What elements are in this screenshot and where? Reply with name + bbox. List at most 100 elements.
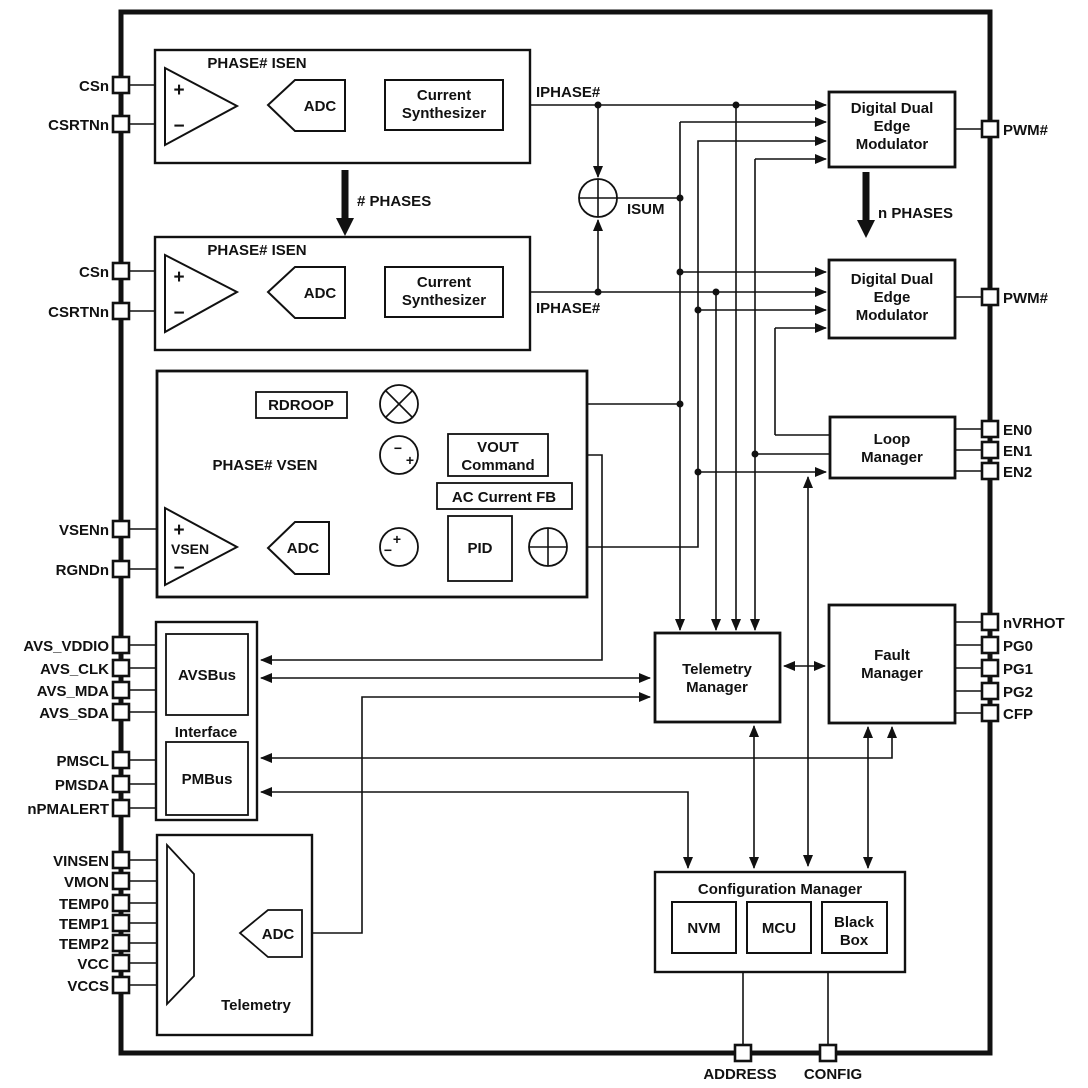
pin-label: PWM# (1003, 290, 1049, 307)
minus-sign: − (394, 440, 402, 456)
pin-pads (111, 75, 1000, 1063)
phase-isen-top-title: PHASE# ISEN (207, 55, 306, 72)
pin-temp2 (111, 933, 131, 953)
pin-vsenn (111, 519, 131, 539)
pin-label: RGNDn (56, 562, 109, 579)
minus-sign: − (173, 558, 184, 579)
loop-manager-line2: Manager (861, 449, 923, 466)
pin-temp1 (111, 913, 131, 933)
phases-repeat-arrow-left: # PHASES (336, 170, 431, 236)
pin-label: CSn (79, 264, 109, 281)
pin-label: CONFIG (804, 1066, 862, 1083)
telemetry-manager-line2: Manager (686, 679, 748, 696)
pin-pwm-2 (980, 287, 1000, 307)
plus-sign: + (173, 80, 184, 101)
vout-command-box (447, 433, 549, 477)
pin-vinsen (111, 850, 131, 870)
pin-label: CSRTNn (48, 117, 109, 134)
wire-layer (129, 84, 982, 1045)
minus-sign: − (173, 116, 184, 137)
mcu-box (746, 901, 812, 954)
pmbus-box (165, 741, 249, 816)
pin-vmon (111, 871, 131, 891)
pin-label: VMON (64, 874, 109, 891)
block-modulator-top: Digital Dual Edge Modulator (827, 90, 957, 169)
black-box (821, 901, 888, 954)
black-box-line1: Black (834, 914, 875, 931)
pin-pg0 (980, 635, 1000, 655)
adc-telemetry (238, 909, 303, 958)
config-manager-title: Configuration Manager (698, 881, 862, 898)
pin-label: TEMP0 (59, 896, 109, 913)
pin-label: EN1 (1003, 443, 1032, 460)
phases-repeat-arrow-right: n PHASES (857, 172, 953, 238)
block-phase-isen-bottom: PHASE# ISEN + − ADC Current Synthesizer (153, 235, 532, 352)
pin-pmsda (111, 774, 131, 794)
adc-bottom (266, 266, 346, 319)
current-sense-amp-top (164, 66, 240, 147)
pin-en2 (980, 461, 1000, 481)
pin-label: nPMALERT (27, 801, 109, 818)
ac-current-fb-box (436, 482, 573, 510)
synth-bottom-line1: Current (417, 274, 471, 291)
adc-bottom-label: ADC (304, 285, 337, 302)
current-sense-amp-bottom (164, 253, 240, 334)
phases-left-label: # PHASES (357, 193, 431, 210)
pin-pwm-1 (980, 119, 1000, 139)
pin-csrtnn-2 (111, 301, 131, 321)
pin-label: nVRHOT (1003, 615, 1065, 632)
pin-label: PG2 (1003, 684, 1033, 701)
pin-label: PMSDA (55, 777, 109, 794)
pin-npmalert (111, 798, 131, 818)
pin-avs-clk (111, 658, 131, 678)
pin-label: CFP (1003, 706, 1033, 723)
pin-label: AVS_MDA (37, 683, 109, 700)
synth-top-line2: Synthesizer (402, 105, 486, 122)
synth-bottom-line2: Synthesizer (402, 292, 486, 309)
avsbus-box (165, 633, 249, 716)
pin-avs-mda (111, 680, 131, 700)
nvm-label: NVM (687, 920, 720, 937)
block-modulator-bottom: Digital Dual Edge Modulator (827, 258, 957, 340)
telemetry-label: Telemetry (221, 997, 291, 1014)
plus-sign: + (173, 520, 184, 541)
phases-right-label: n PHASES (878, 205, 953, 222)
pin-en1 (980, 440, 1000, 460)
rdroop-label: RDROOP (268, 397, 334, 414)
telemetry-mux (166, 842, 195, 1007)
block-loop-manager: Loop Manager (828, 415, 957, 480)
plus-sign: + (173, 267, 184, 288)
vsen-amp-label: VSEN (171, 541, 209, 557)
phase-vsen-title: PHASE# VSEN (212, 457, 317, 474)
pin-label: EN2 (1003, 464, 1032, 481)
pin-label: VINSEN (53, 853, 109, 870)
block-interface: AVSBus Interface PMBus (154, 620, 259, 822)
pin-vcc (111, 953, 131, 973)
pin-config (818, 1043, 838, 1063)
pin-avs-sda (111, 702, 131, 722)
pin-temp0 (111, 893, 131, 913)
pin-label: PG1 (1003, 661, 1033, 678)
mod-bottom-line1: Digital Dual (851, 271, 934, 288)
pin-csn-2 (111, 261, 131, 281)
iphase-top-label: IPHASE# (536, 84, 601, 101)
junction-dots (594, 101, 759, 476)
pin-label: ADDRESS (703, 1066, 776, 1083)
pin-en0 (980, 419, 1000, 439)
interface-label: Interface (175, 724, 238, 741)
pin-label: AVS_VDDIO (23, 638, 109, 655)
fault-manager-line1: Fault (874, 647, 910, 664)
mod-top-line2: Edge (874, 118, 911, 135)
pin-label: VSENn (59, 522, 109, 539)
error-summer (379, 527, 419, 567)
pin-address (733, 1043, 753, 1063)
pin-pg1 (980, 658, 1000, 678)
adc-top (266, 79, 346, 132)
pin-label: TEMP1 (59, 916, 109, 933)
pin-cfp (980, 703, 1000, 723)
nvm-box (671, 901, 737, 954)
vout-summer (379, 435, 419, 475)
mod-top-line3: Modulator (856, 136, 929, 153)
vout-command-line2: Command (461, 457, 534, 474)
pin-label: PG0 (1003, 638, 1033, 655)
